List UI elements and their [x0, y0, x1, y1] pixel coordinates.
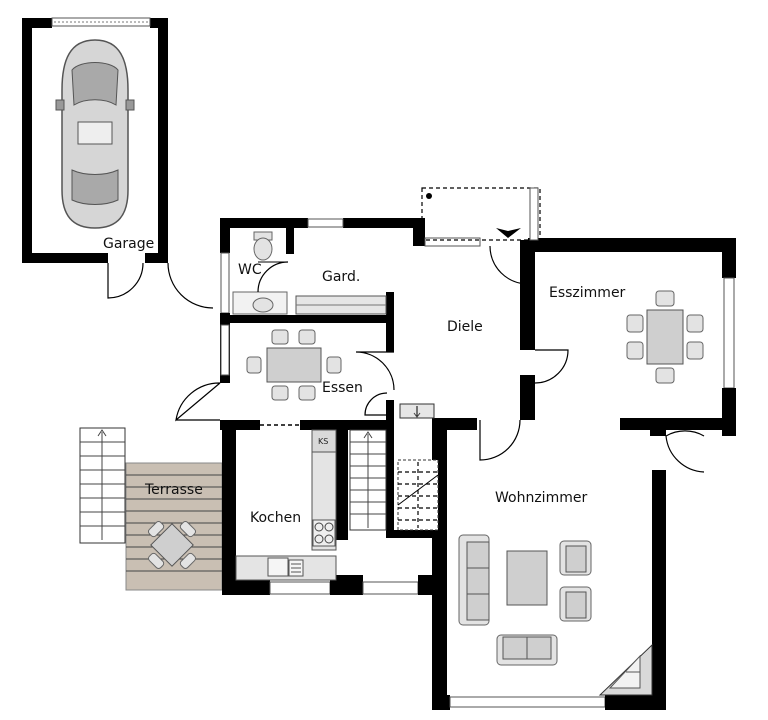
- room-label-esszimmer: Esszimmer: [549, 285, 626, 301]
- garage-door-top: [51, 17, 151, 27]
- kochen-area: KS Kochen: [235, 429, 337, 581]
- esszimmer-table-icon: [626, 290, 704, 384]
- garage-side-door-swing: [167, 262, 214, 309]
- toilet-icon: [253, 231, 273, 261]
- entrance-arrow-icon: [496, 228, 521, 238]
- room-label-essen: Essen: [322, 380, 363, 396]
- garage-wall-top-left: [22, 18, 52, 28]
- room-label-garage: Garage: [103, 236, 154, 252]
- garage-wall-left: [22, 18, 32, 263]
- room-label-wohnzimmer: Wohnzimmer: [495, 490, 587, 506]
- room-label-terrasse: Terrasse: [144, 482, 203, 498]
- sofa-left-icon: [458, 534, 490, 626]
- garage-wall-bottom-left: [22, 253, 108, 263]
- kitchen-sink-icon: [267, 557, 304, 577]
- room-label-wc: WC: [238, 262, 262, 278]
- gard-area: Gard.: [295, 269, 387, 315]
- garage-door-swing: [107, 262, 144, 299]
- wc-area: WC: [232, 231, 289, 315]
- stove-icon: [312, 519, 336, 547]
- garage-wall-right: [158, 18, 168, 263]
- esszimmer-area: Esszimmer: [549, 285, 705, 473]
- diele-area: Diele: [355, 319, 569, 461]
- garage-area: Garage: [22, 17, 214, 309]
- fireplace-icon: [598, 643, 653, 696]
- room-label-diele: Diele: [447, 319, 483, 335]
- house-walls: [175, 187, 736, 710]
- terrace-table-icon: [147, 520, 197, 570]
- car-icon: [55, 39, 135, 229]
- room-label-kochen: Kochen: [250, 510, 301, 526]
- fridge: [311, 429, 337, 453]
- fridge-label: KS: [318, 437, 328, 446]
- wohnzimmer-area: Wohnzimmer: [458, 490, 653, 696]
- essen-table-icon: [246, 329, 342, 401]
- armchair-bottom-icon: [559, 586, 592, 622]
- sink-icon: [232, 291, 288, 315]
- terrace-stairs: [79, 427, 126, 544]
- terrace-area: Terrasse: [79, 427, 223, 591]
- room-label-gard: Gard.: [322, 269, 360, 285]
- sofa-bottom-icon: [496, 634, 558, 666]
- staircase: [349, 403, 439, 531]
- staircase-lower: [397, 459, 439, 531]
- coffee-table: [506, 550, 548, 606]
- armchair-top-icon: [559, 540, 592, 576]
- garage-wall-bottom-right: [145, 253, 168, 263]
- essen-area: Essen: [246, 329, 363, 426]
